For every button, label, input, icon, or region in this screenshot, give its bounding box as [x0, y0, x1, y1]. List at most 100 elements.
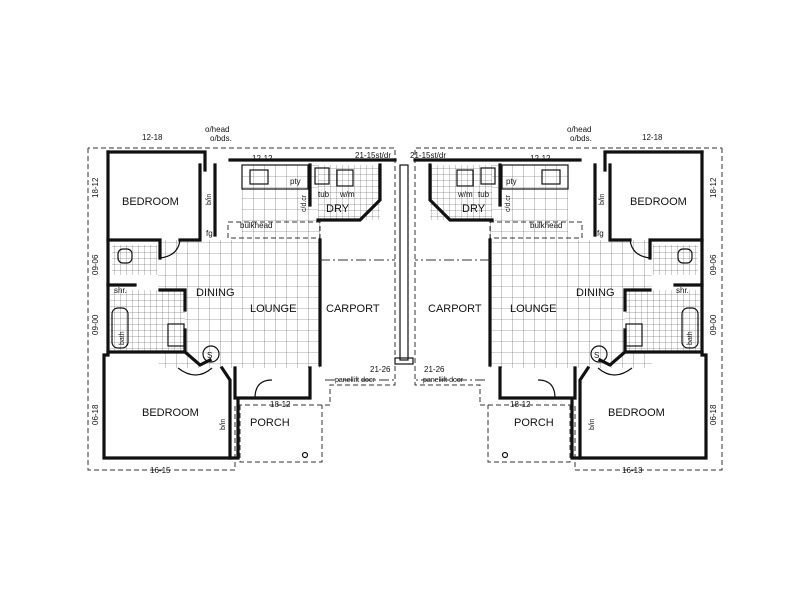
tiled-floor-kitchen: [242, 165, 320, 240]
kitchen-bench: [241, 164, 309, 190]
boundary-dashed-line: [87, 147, 396, 471]
exterior-wall: [102, 150, 240, 460]
label-ohead-right: o/head: [567, 125, 591, 134]
interior-wall: [597, 349, 628, 367]
porch-outline: [239, 405, 323, 463]
label-wm-left: w/m: [339, 190, 355, 199]
label-s-right: S: [594, 351, 599, 360]
exterior-wall: [233, 366, 312, 400]
dim-2115-left: 21-15st/dr: [355, 151, 391, 160]
porch-post: [301, 451, 309, 459]
dim-0906-left: 09-06: [91, 254, 100, 275]
left-unit: [87, 147, 397, 471]
interior-wall: [106, 238, 162, 260]
room-label-porch-left: PORCH: [250, 417, 290, 429]
tub: [314, 167, 330, 185]
label-bulkhead-left: bulkhead: [240, 221, 272, 230]
exterior-wall: [603, 150, 704, 172]
label-panellift-left: panellift door: [335, 377, 376, 384]
room-label-carport-right: CARPORT: [428, 303, 482, 315]
washing-machine: [336, 169, 354, 187]
dim-2115-right: 21-15st/dr: [410, 151, 446, 160]
tiled-floor-kitchen: [490, 165, 568, 240]
dim-2126-right: 21-26: [424, 365, 445, 374]
interior-wall: [648, 238, 704, 260]
label-bin-lower-right: b/in: [589, 419, 596, 430]
exterior-wall: [106, 150, 207, 172]
boundary-dashed-line: [414, 147, 723, 471]
dim-1212-right: 12-12: [530, 154, 551, 163]
label-shr-left: shr.: [114, 286, 127, 295]
porch-outline: [487, 405, 571, 463]
room-label-lounge-right: LOUNGE: [510, 303, 556, 315]
exterior-wall: [316, 163, 382, 222]
label-tub-left: tub: [318, 190, 330, 199]
central-post-base: [394, 357, 414, 365]
label-s-left: S: [207, 351, 212, 360]
label-wm-right: w/m: [457, 190, 473, 199]
interior-wall: [608, 163, 632, 242]
room-label-bedroom-lower-right: BEDROOM: [608, 407, 665, 419]
dim-0618-right: 06-18: [709, 404, 718, 425]
room-label-dining-left: DINING: [196, 287, 235, 299]
tub: [480, 167, 496, 185]
vanity-basin: [625, 323, 643, 347]
label-bin-upper-left: b/in: [206, 194, 213, 205]
door-swing: [597, 367, 633, 376]
dim-0906-right: 09-06: [709, 254, 718, 275]
label-panellift-right: panellift door: [423, 377, 464, 384]
room-label-porch-right: PORCH: [514, 417, 554, 429]
room-label-bedroom-upper-right: BEDROOM: [630, 196, 687, 208]
room-label-bedroom-upper-left: BEDROOM: [122, 196, 179, 208]
label-obds-right: o/bds.: [570, 134, 592, 143]
dim-1615-left: 16-15: [150, 466, 171, 475]
dim-2126-left: 21-26: [370, 365, 391, 374]
dim-0900-left: 09-00: [91, 314, 100, 335]
dim-1212-left: 12-12: [252, 154, 273, 163]
central-post: [399, 164, 409, 361]
label-bath-right: bath: [687, 331, 694, 345]
interior-wall: [578, 365, 591, 460]
room-label-dry-right: DRY: [462, 203, 486, 215]
dim-1812-porch-left: 18-12: [270, 400, 291, 409]
bath-tub: [681, 307, 699, 349]
dim-0618-left: 06-18: [91, 404, 100, 425]
room-label-lounge-left: LOUNGE: [250, 303, 296, 315]
sink: [541, 169, 561, 185]
dim-1812-right: 18-12: [709, 177, 718, 198]
door-swing: [159, 239, 181, 259]
label-fg-right: fg: [597, 229, 604, 238]
dim-1218-right: 12-18: [642, 133, 663, 142]
dim-0900-right: 09-00: [709, 314, 718, 335]
label-cdr-right: c/d.cr: [505, 194, 512, 212]
door-swing: [177, 367, 213, 376]
toilet: [117, 248, 133, 264]
tiled-floor-bath: [625, 290, 700, 352]
exterior-wall: [570, 150, 708, 460]
interior-wall: [158, 288, 187, 312]
bulkhead-outline: [227, 221, 321, 239]
label-bin-lower-left: b/in: [220, 419, 227, 430]
right-unit: [413, 147, 723, 471]
tiled-floor-bath: [110, 290, 185, 352]
exterior-wall: [498, 366, 577, 400]
dim-1218-left: 12-18: [142, 133, 163, 142]
label-pty-left: pty: [290, 177, 301, 186]
interior-wall: [623, 288, 652, 312]
label-cdr-left: c/d.cr: [301, 194, 308, 212]
label-obds-left: o/bds.: [210, 134, 232, 143]
smoke-detector-symbol: [590, 345, 608, 363]
label-bin-upper-right: b/in: [599, 194, 606, 205]
room-label-carport-left: CARPORT: [326, 303, 380, 315]
label-tub-right: tub: [478, 190, 490, 199]
bath-tub: [111, 307, 129, 349]
interior-wall: [219, 365, 232, 460]
dim-1812-left: 18-12: [91, 177, 100, 198]
bulkhead-outline: [489, 221, 583, 239]
kitchen-bench: [501, 164, 569, 190]
vanity-basin: [167, 323, 185, 347]
interior-wall: [182, 349, 213, 367]
dim-1812-porch-right: 18-12: [510, 400, 531, 409]
label-fg-left: fg: [206, 229, 213, 238]
